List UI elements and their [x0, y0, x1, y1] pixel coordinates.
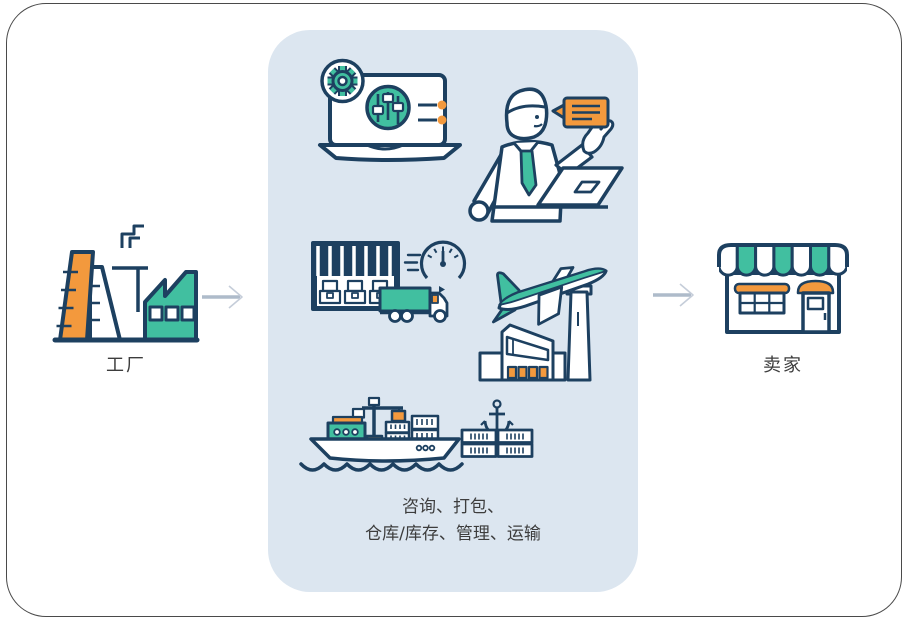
caption-line-2: 仓库/库存、管理、运输: [365, 524, 541, 544]
water-waves: [299, 462, 464, 472]
warehouse-truck-icon: [311, 240, 467, 323]
shop-door: [796, 279, 835, 334]
awning: [719, 245, 847, 277]
arrow-right-icon: [202, 285, 243, 309]
containers-anchor-icon: [460, 399, 534, 458]
factory-icon: [52, 224, 200, 343]
outer-frame: [6, 3, 902, 617]
seller-label: 卖家: [763, 355, 803, 376]
support-agent-icon: [468, 87, 624, 223]
head: [504, 87, 549, 141]
tie: [519, 149, 538, 197]
storefront-icon: [717, 243, 849, 334]
ship-hull: [309, 437, 461, 463]
cargo-ship-icon: [299, 396, 534, 472]
airplane: [492, 266, 608, 326]
shop-window: [738, 291, 786, 315]
speedometer-icon: [403, 240, 467, 280]
speech-bubble-icon: [551, 96, 610, 129]
arrow-right-icon: [653, 283, 694, 307]
caption-line-1: 咨询、打包、: [402, 497, 504, 517]
laptop-settings-icon: [318, 58, 462, 162]
gear-icon: [320, 58, 365, 104]
factory-label: 工厂: [106, 355, 146, 376]
control-tower: [565, 284, 593, 382]
airplane-airport-icon: [478, 266, 608, 382]
delivery-truck: [378, 286, 449, 323]
services-caption: 咨询、打包、 仓库/库存、管理、运输: [268, 494, 638, 548]
terminal-building: [478, 323, 567, 382]
